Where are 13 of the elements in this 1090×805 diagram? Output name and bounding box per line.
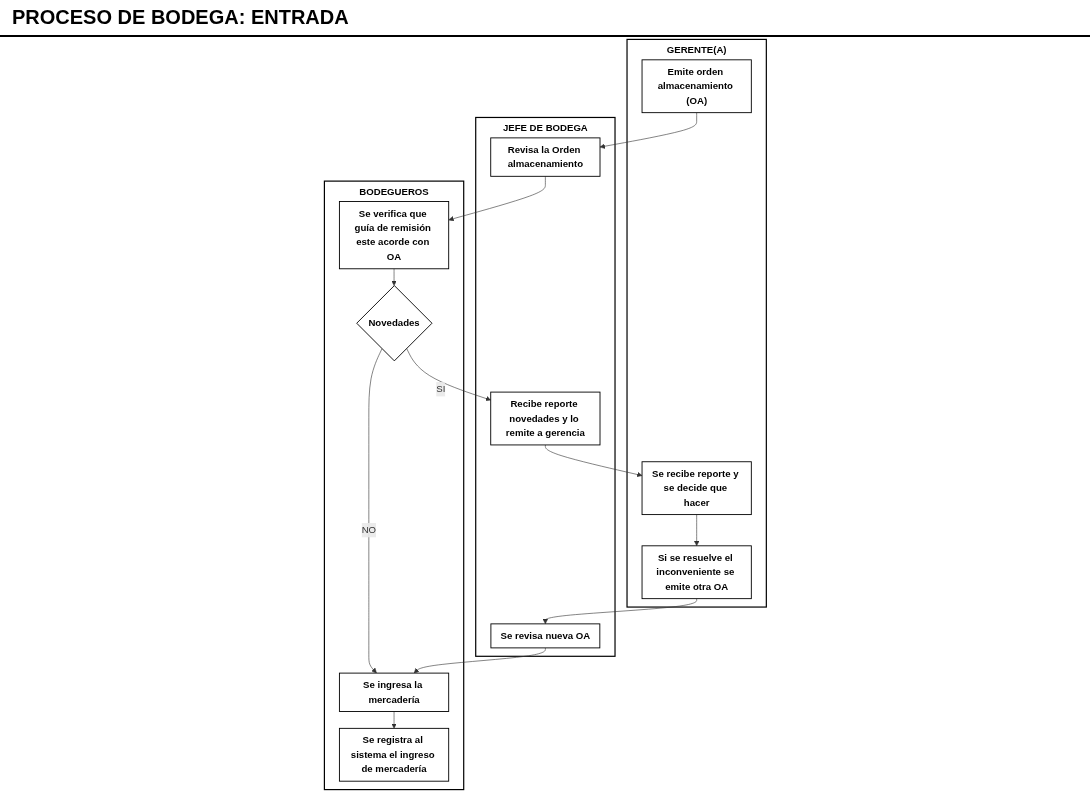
- node-box: Se verifica que guía de remisión este acorde con OA: [338, 201, 449, 270]
- diagram-title: PROCESO DE BODEGA: ENTRADA: [0, 0, 1090, 37]
- node-box: Se revisa nueva OA: [490, 623, 600, 649]
- edge-label: NO: [361, 524, 376, 535]
- node-box: Emite orden almacenamiento (OA): [641, 59, 752, 114]
- node-box: Revisa la Orden almacenamiento: [489, 137, 601, 177]
- node-box: Se ingresa la mercadería: [338, 672, 449, 712]
- node-box: Si se resuelve el inconveniente se emite otra OA: [641, 545, 752, 600]
- edge-label: SI: [435, 383, 445, 395]
- node-box: Recibe reporte novedades y lo remite a gerencia: [489, 391, 601, 446]
- node-box: Se recibe reporte y se decide que hacer: [641, 461, 752, 516]
- node-box: Se registra al sistema el ingreso de mercadería: [338, 727, 449, 782]
- node-diamond: Novedades: [355, 285, 433, 362]
